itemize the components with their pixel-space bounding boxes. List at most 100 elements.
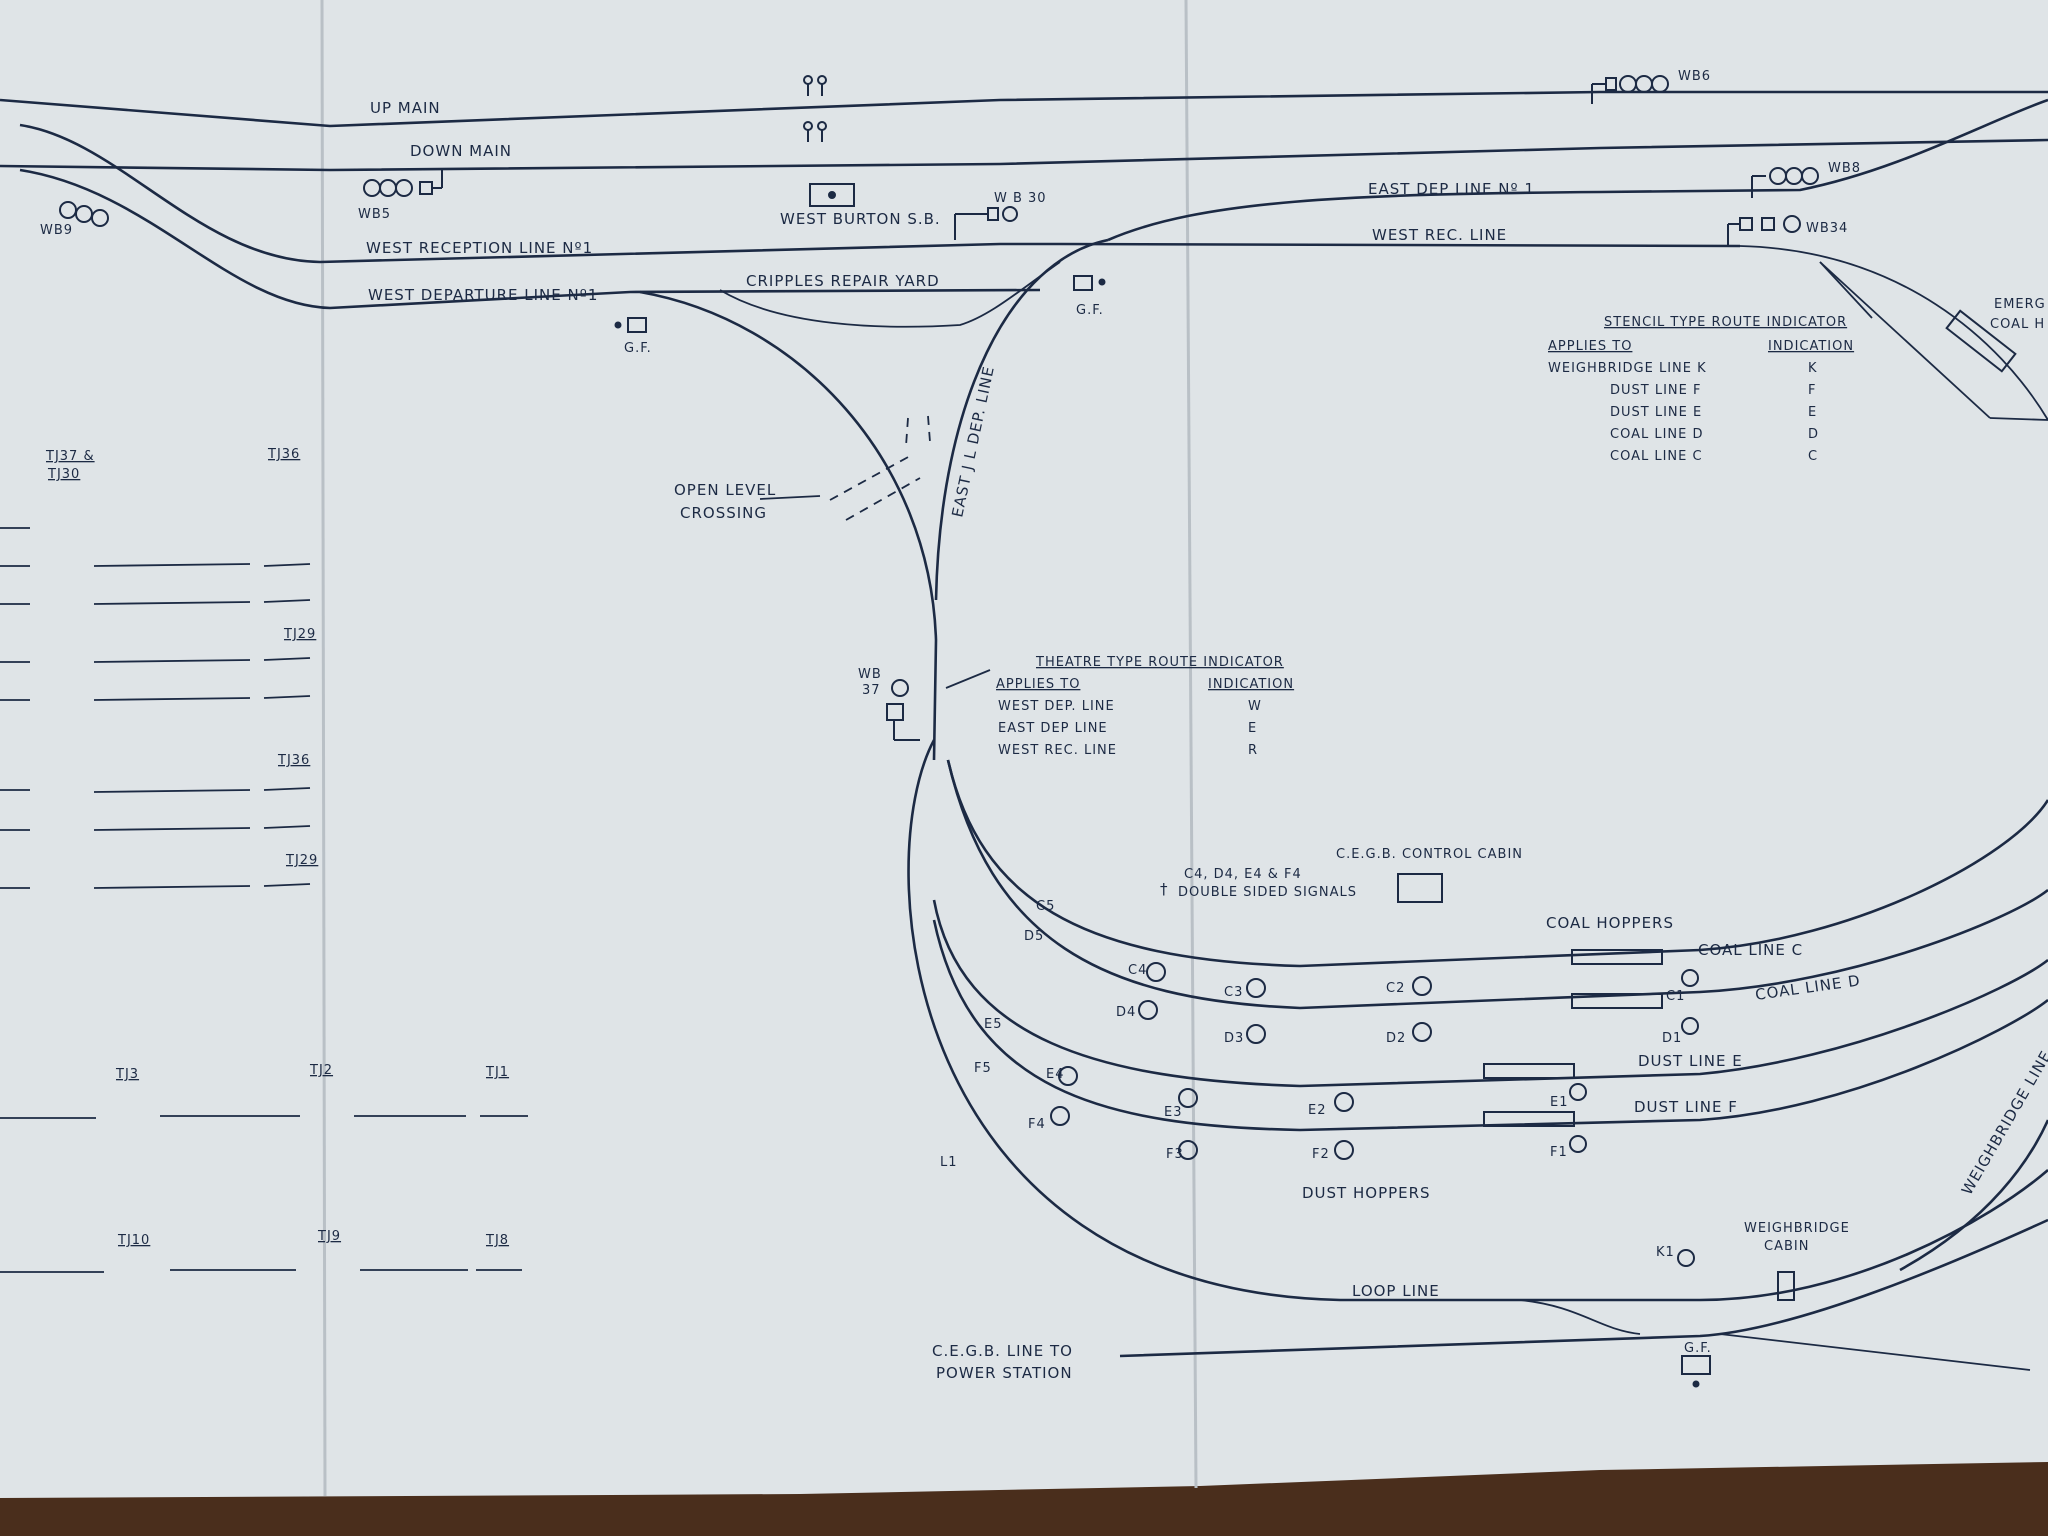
signal-label-d3: D3 xyxy=(1224,1031,1244,1046)
theatre-indicator-pointer xyxy=(945,669,991,689)
signal-wb30 xyxy=(954,206,1018,240)
theatre-indicator-row-line: WEST DEP. LINE xyxy=(998,699,1115,714)
emergency-coal-track xyxy=(1739,245,2048,421)
cegb-line-label-1: C.E.G.B. LINE TO xyxy=(932,1342,1073,1360)
stencil-indicator-row-line: COAL LINE C xyxy=(1610,449,1703,464)
signal-label-f2: F2 xyxy=(1312,1147,1330,1162)
signal-label-e2: E2 xyxy=(1308,1103,1327,1118)
signal-label-wb9: WB9 xyxy=(40,223,73,238)
signal-wb5 xyxy=(363,168,443,197)
signal-label-e4: E4 xyxy=(1046,1067,1065,1082)
legend-label-tj37: TJ37 & xyxy=(45,449,95,464)
up-main-track xyxy=(0,90,2048,128)
signal-label-wb6: WB6 xyxy=(1678,69,1711,84)
stencil-indicator-title: STENCIL TYPE ROUTE INDICATOR xyxy=(1604,315,1847,330)
stencil-indicator-col2: INDICATION xyxy=(1768,339,1854,354)
cegb-siding-track xyxy=(1719,1333,2031,1371)
theatre-indicator-col1: APPLIES TO xyxy=(996,677,1080,692)
stencil-indicator-col1: APPLIES TO xyxy=(1548,339,1632,354)
signal-label-d4: D4 xyxy=(1116,1005,1136,1020)
signal-label-e1: E1 xyxy=(1550,1095,1569,1110)
stencil-indicator-row-ind: K xyxy=(1808,361,1818,376)
legend-label-tj30: TJ30 xyxy=(47,467,80,482)
signal-label-d5: D5 xyxy=(1024,929,1044,944)
stencil-indicator-row-line: WEIGHBRIDGE LINE K xyxy=(1548,361,1707,376)
ground-frame-2 xyxy=(1073,275,1106,291)
crossing-arrow xyxy=(759,495,821,500)
theatre-indicator-row-ind: W xyxy=(1248,699,1262,714)
legend-label-tj29b: TJ29 xyxy=(285,853,318,868)
weighbridge-cabin xyxy=(1777,1271,1795,1301)
weighbridge-cabin-label-1: WEIGHBRIDGE xyxy=(1744,1221,1850,1236)
legend-label-tj9: TJ9 xyxy=(317,1229,341,1244)
dust-line-f-label: DUST LINE F xyxy=(1634,1098,1738,1116)
east-jl-dep-curve xyxy=(934,238,1109,601)
ground-frame-3 xyxy=(1681,1355,1711,1388)
signal-label-f4: F4 xyxy=(1028,1117,1046,1132)
dust-line-f-track xyxy=(932,919,2048,1132)
theatre-indicator-title: THEATRE TYPE ROUTE INDICATOR xyxy=(1035,655,1284,670)
west-departure-label: WEST DEPARTURE LINE Nº1 xyxy=(368,286,598,304)
signal-label-e3: E3 xyxy=(1164,1105,1183,1120)
shunt-signals xyxy=(1050,962,1699,1267)
signal-wb9 xyxy=(59,201,109,227)
theatre-indicator-col2: INDICATION xyxy=(1208,677,1294,692)
coal-line-c-track xyxy=(946,759,2048,968)
west-reception-label: WEST RECEPTION LINE Nº1 xyxy=(366,239,593,257)
coal-hoppers-label: COAL HOPPERS xyxy=(1546,914,1674,932)
stencil-indicator-row-ind: F xyxy=(1808,383,1816,398)
cegb-line-label-2: POWER STATION xyxy=(936,1364,1073,1382)
signal-label-wb37-2: 37 xyxy=(862,683,881,698)
fold-line-center xyxy=(1184,0,1198,1489)
ground-frame-label-2: G.F. xyxy=(1076,303,1104,318)
west-burton-signal-box xyxy=(809,183,855,207)
east-dep-line-1-track xyxy=(1107,98,2048,242)
stencil-indicator-row-line: COAL LINE D xyxy=(1610,427,1704,442)
stencil-indicator-row-ind: D xyxy=(1808,427,1819,442)
up-main-signal-posts xyxy=(803,75,827,142)
theatre-indicator-row-line: WEST REC. LINE xyxy=(998,743,1117,758)
emergency-coal-hopper xyxy=(1945,309,2017,373)
weighbridge-line-track xyxy=(1899,1119,2048,1272)
emergency-coal-label-2: COAL H xyxy=(1990,317,2045,332)
signal-label-c4: C4 xyxy=(1128,963,1147,978)
signal-label-c5: C5 xyxy=(1036,899,1055,914)
emergency-coal-track-base xyxy=(1989,417,2048,421)
stencil-indicator-row-line: DUST LINE F xyxy=(1610,383,1701,398)
legend-label-tj2: TJ2 xyxy=(309,1063,333,1078)
fold-line-left xyxy=(320,0,327,1497)
legend-label-tj36b: TJ36 xyxy=(277,753,310,768)
signal-wb8 xyxy=(1751,167,1819,198)
legend-label-tj36a: TJ36 xyxy=(267,447,300,462)
west-rec-line-label: WEST REC. LINE xyxy=(1372,226,1507,244)
open-crossing-label-2: CROSSING xyxy=(680,504,767,522)
loop-line-track xyxy=(907,739,2048,1302)
cripples-yard-track xyxy=(719,261,1061,328)
emergency-coal-track-lower xyxy=(1819,261,1991,419)
dust-hopper-e xyxy=(1483,1063,1575,1079)
legend-label-tj1: TJ1 xyxy=(485,1065,509,1080)
loop-line-label: LOOP LINE xyxy=(1352,1282,1440,1300)
down-main-label: DOWN MAIN xyxy=(410,142,512,160)
legend-label-tj3: TJ3 xyxy=(115,1067,139,1082)
legend-label-tj29a: TJ29 xyxy=(283,627,316,642)
emergency-coal-label-1: EMERG xyxy=(1994,297,2046,312)
signal-label-f3: F3 xyxy=(1166,1147,1184,1162)
signal-label-wb37-1: WB xyxy=(858,667,882,682)
legend-panel xyxy=(0,527,528,1273)
coal-line-d-track xyxy=(946,759,2048,1010)
signal-label-c1: C1 xyxy=(1666,989,1685,1004)
signal-wb37 xyxy=(886,679,920,741)
signal-label-f1: F1 xyxy=(1550,1145,1568,1160)
signal-label-c3: C3 xyxy=(1224,985,1243,1000)
cegb-cabin-label: C.E.G.B. CONTROL CABIN xyxy=(1336,847,1523,862)
signal-label-e5: E5 xyxy=(984,1017,1003,1032)
signal-label-k1: K1 xyxy=(1656,1245,1675,1260)
signal-label-d2: D2 xyxy=(1386,1031,1406,1046)
coal-line-c-label: COAL LINE C xyxy=(1698,941,1803,959)
stencil-indicator-row-ind: C xyxy=(1808,449,1818,464)
cegb-power-station-track xyxy=(1119,1218,2048,1358)
west-departure-track xyxy=(19,168,1041,310)
up-main-label: UP MAIN xyxy=(370,99,441,117)
stencil-indicator-row-line: DUST LINE E xyxy=(1610,405,1702,420)
